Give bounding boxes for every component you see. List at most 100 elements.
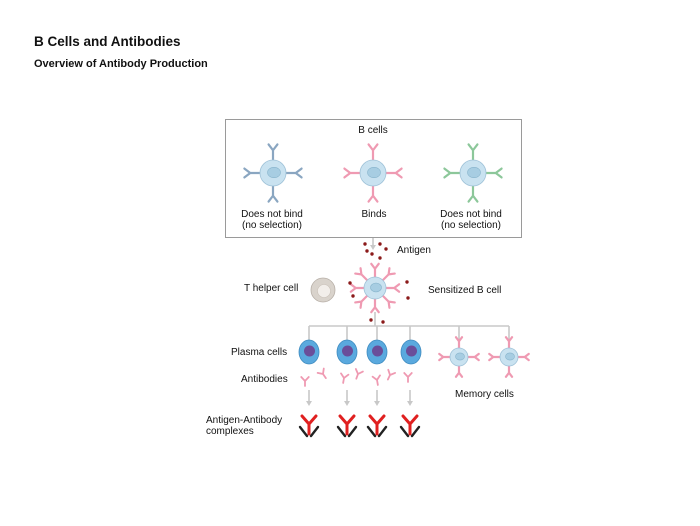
- antigen-dot: [378, 256, 382, 260]
- cell-1-label-line1: Does not bind: [241, 209, 303, 220]
- plasma-cells-label: Plasma cells: [231, 347, 288, 358]
- memory-cell: [438, 336, 480, 378]
- plasma-nucleus: [342, 345, 353, 357]
- plasma-nucleus: [406, 345, 417, 357]
- complex-antibody: [401, 414, 419, 436]
- antigen-dot: [351, 294, 355, 298]
- antigen-dot: [378, 242, 382, 246]
- receptor: [504, 336, 514, 350]
- receptor: [381, 294, 396, 309]
- b-cells-heading: B cells: [358, 125, 388, 136]
- antigen-dot: [405, 280, 409, 284]
- antigen-dot: [348, 281, 352, 285]
- free-antibody: [300, 376, 310, 387]
- receptor: [438, 352, 452, 362]
- complex-antibody: [300, 414, 318, 436]
- t-helper-label: T helper cell: [244, 283, 299, 294]
- complex-chains: [336, 425, 358, 438]
- antigen-antibody-complex: [366, 414, 388, 438]
- antigen-dot: [406, 296, 410, 300]
- complex-chains: [366, 425, 388, 438]
- antibody-shape: [354, 368, 364, 380]
- cell-nucleus: [367, 167, 381, 179]
- receptor: [504, 364, 514, 378]
- receptor: [349, 283, 366, 293]
- free-antibody: [371, 374, 381, 386]
- receptor: [488, 352, 502, 362]
- t-helper-cell: [310, 277, 336, 303]
- cell-1-label: Does not bind (no selection): [224, 209, 320, 231]
- receptor: [243, 167, 262, 179]
- receptor: [454, 336, 464, 350]
- receptor: [267, 184, 279, 203]
- plasma-nucleus: [304, 345, 315, 357]
- antibody-shape: [386, 368, 396, 381]
- antigen-dot: [365, 249, 369, 253]
- receptor: [367, 184, 379, 203]
- antibody-shape: [300, 376, 310, 387]
- antibodies-label: Antibodies: [241, 374, 288, 385]
- free-antibody: [354, 368, 364, 380]
- antigen-dot: [369, 318, 373, 322]
- antigen-dot: [370, 252, 374, 256]
- receptor: [343, 167, 362, 179]
- antibody-shape: [403, 372, 413, 383]
- antibody-shape: [316, 367, 327, 379]
- cell-nucleus: [267, 167, 281, 179]
- antigen-dot: [384, 247, 388, 251]
- complexes-label-line1: Antigen-Antibody: [206, 415, 283, 426]
- free-antibody: [316, 367, 327, 379]
- complexes-label-line2: complexes: [206, 426, 254, 437]
- arrow-head: [407, 401, 413, 406]
- antigen-dot: [381, 320, 385, 324]
- receptor: [367, 143, 379, 162]
- arrow-head: [374, 401, 380, 406]
- antibody-shape: [340, 372, 350, 384]
- free-antibody: [403, 372, 413, 383]
- receptor: [443, 167, 462, 179]
- sensitized-b-cell-label: Sensitized B cell: [428, 285, 502, 296]
- cell-3-label-line1: Does not bind: [440, 209, 502, 220]
- antigen-antibody-complex: [399, 414, 421, 438]
- cell-layer: [243, 143, 530, 438]
- cell-2-label-line1: Binds: [361, 209, 387, 220]
- complex-chains: [399, 425, 421, 438]
- cell-3-label: Does not bind (no selection): [423, 209, 519, 231]
- b-cell-binds: [343, 143, 403, 203]
- antigen-label: Antigen: [397, 245, 431, 256]
- receptor: [370, 262, 380, 279]
- complex-antibody: [368, 414, 386, 436]
- receptor: [467, 184, 479, 203]
- complex-chains: [298, 425, 320, 438]
- receptor: [484, 167, 503, 179]
- receptor: [466, 352, 480, 362]
- cell-nucleus: [505, 352, 515, 361]
- plasma-cell: [400, 339, 422, 365]
- cell-1-label-line2: (no selection): [241, 220, 303, 231]
- cell-nucleus: [455, 352, 465, 361]
- cell-2-label: Binds: [326, 209, 422, 220]
- free-antibody: [340, 372, 350, 384]
- arrow-head: [344, 401, 350, 406]
- t-helper-nucleus: [317, 284, 331, 298]
- receptor: [454, 364, 464, 378]
- plasma-cell: [298, 339, 320, 365]
- receptor: [267, 143, 279, 162]
- receptor: [381, 267, 396, 282]
- b-cell-no-bind-2: [443, 143, 503, 203]
- receptor: [354, 294, 369, 309]
- antigen-antibody-complex: [298, 414, 320, 438]
- plasma-cell: [336, 339, 358, 365]
- antigen-dot: [363, 242, 367, 246]
- connector-lines: [306, 238, 510, 406]
- cell-nucleus: [370, 282, 382, 293]
- receptor: [384, 167, 403, 179]
- cell-3-label-line2: (no selection): [440, 220, 502, 231]
- sensitized-b-cell: [349, 262, 401, 314]
- cell-nucleus: [467, 167, 481, 179]
- b-cells-panel: [225, 119, 522, 238]
- receptor: [384, 283, 401, 293]
- plasma-cell: [366, 339, 388, 365]
- diagram-subtitle: Overview of Antibody Production: [34, 58, 208, 70]
